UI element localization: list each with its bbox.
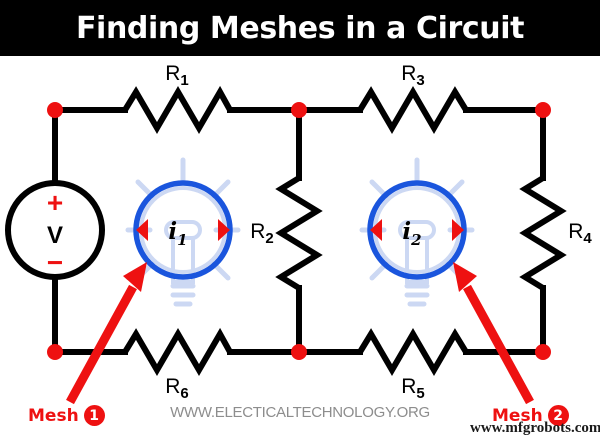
resistor-R2-symbol [275, 175, 323, 291]
node-top-center [291, 102, 307, 118]
brand-watermark: www.mfgrobots.com [470, 420, 600, 436]
resistor-label-R5: R5 [401, 375, 425, 402]
resistor-label-R4: R4 [568, 220, 592, 247]
mesh-current-loop-1: i1 [133, 180, 233, 280]
node-bottom-center [291, 344, 307, 360]
resistor-R1-symbol [122, 85, 233, 134]
node-top-right [535, 102, 551, 118]
node-bottom-right [535, 344, 551, 360]
mesh-2-annotation: Mesh 2 [492, 405, 569, 426]
page-title: Finding Meshes in a Circuit [75, 10, 525, 46]
mesh-2-badge: 2 [547, 405, 569, 426]
source-label: V [47, 222, 63, 249]
resistor-R6-symbol [122, 327, 233, 376]
source-plus-sign: + [47, 187, 63, 218]
voltage-source: + V − [5, 180, 105, 280]
node-top-left [47, 102, 63, 118]
mesh2-arrow-right-icon [452, 219, 464, 241]
mesh1-arrow-left-icon [136, 219, 148, 241]
mesh-current-label-2: i2 [402, 218, 421, 249]
source-minus-sign: − [47, 247, 63, 278]
resistor-R4-symbol [519, 175, 567, 291]
mesh-1-badge: 1 [83, 405, 105, 426]
mesh-1-label: Mesh [28, 405, 79, 426]
resistor-label-R1: R1 [165, 62, 189, 89]
mesh1-pointer-arrow [66, 262, 147, 405]
resistor-label-R6: R6 [165, 375, 189, 402]
site-watermark: WWW.ELECTICALTECHNOLOGY.ORG [170, 404, 430, 421]
resistor-label-R3: R3 [401, 62, 425, 89]
mesh-current-loop-2: i2 [367, 180, 467, 280]
resistor-R5-symbol [357, 328, 469, 376]
mesh-2-label: Mesh [492, 405, 543, 426]
mesh1-arrow-right-icon [218, 219, 230, 241]
resistor-label-R2: R2 [250, 220, 274, 247]
mesh2-arrow-left-icon [370, 219, 382, 241]
mesh2-pointer-arrow [453, 262, 534, 405]
mesh-current-label-1: i1 [168, 218, 187, 249]
node-bottom-left [47, 344, 63, 360]
resistor-R3-symbol [357, 86, 469, 134]
mesh-1-annotation: Mesh 1 [28, 405, 105, 426]
title-banner: Finding Meshes in a Circuit [0, 0, 600, 56]
